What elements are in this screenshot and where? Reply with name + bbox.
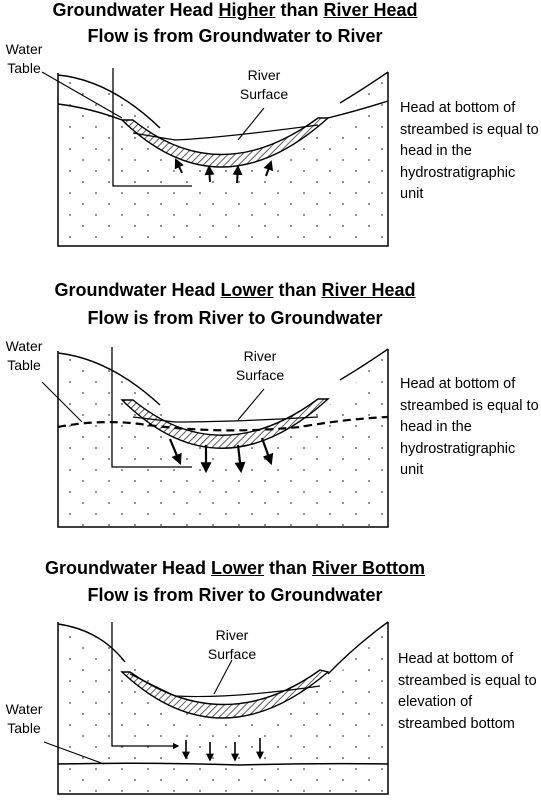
- water-table-label: Water Table: [5, 701, 43, 736]
- seepage-arrows: [182, 738, 264, 762]
- river-surface-label: River Surface: [235, 348, 285, 383]
- water-table-label: Water Table: [5, 41, 43, 76]
- cross-section-diagram: [41, 347, 389, 528]
- panel-groundwater-lower-river-head: Groundwater Head Lower than River Head F…: [0, 277, 541, 547]
- panel-subtitle: Flow is from Groundwater to River: [87, 26, 383, 46]
- panel-groundwater-higher: Groundwater Head Higher than River Head …: [0, 0, 541, 270]
- streambed: [120, 669, 330, 719]
- water-table-line: [57, 103, 123, 121]
- river-surface-label: River Surface: [207, 627, 257, 662]
- panel-description: Head at bottom of streambed is equal to …: [398, 651, 537, 732]
- water-table-line: [57, 415, 389, 432]
- panel-subtitle: Flow is from River to Groundwater: [87, 308, 383, 328]
- river-surface-line: [132, 124, 319, 141]
- cross-section-diagram: [41, 68, 389, 247]
- piezometer: [112, 68, 192, 187]
- piezometer: [111, 347, 192, 468]
- panel-groundwater-lower-river-bottom: Groundwater Head Lower than River Bottom…: [0, 554, 541, 802]
- flow-arrows-up: [174, 158, 274, 184]
- streambed: [120, 398, 330, 449]
- water-table-label: Water Table: [5, 338, 43, 373]
- river-surface-line: [132, 416, 319, 423]
- piezometer: [111, 622, 180, 750]
- water-table-line: [57, 762, 389, 766]
- panel-title: Groundwater Head Lower than River Head: [54, 280, 416, 300]
- panel-title: Groundwater Head Lower than River Bottom: [44, 558, 426, 578]
- panel-title: Groundwater Head Higher than River Head: [52, 0, 418, 20]
- panel-subtitle: Flow is from River to Groundwater: [87, 585, 383, 605]
- river-surface-line: [129, 673, 321, 698]
- panel-description: Head at bottom of streambed is equal to …: [400, 100, 539, 202]
- river-surface-label: River Surface: [239, 67, 289, 102]
- cross-section-diagram: [43, 621, 389, 795]
- panel-description: Head at bottom of streambed is equal to …: [400, 376, 539, 478]
- flow-arrows-down: [168, 437, 274, 474]
